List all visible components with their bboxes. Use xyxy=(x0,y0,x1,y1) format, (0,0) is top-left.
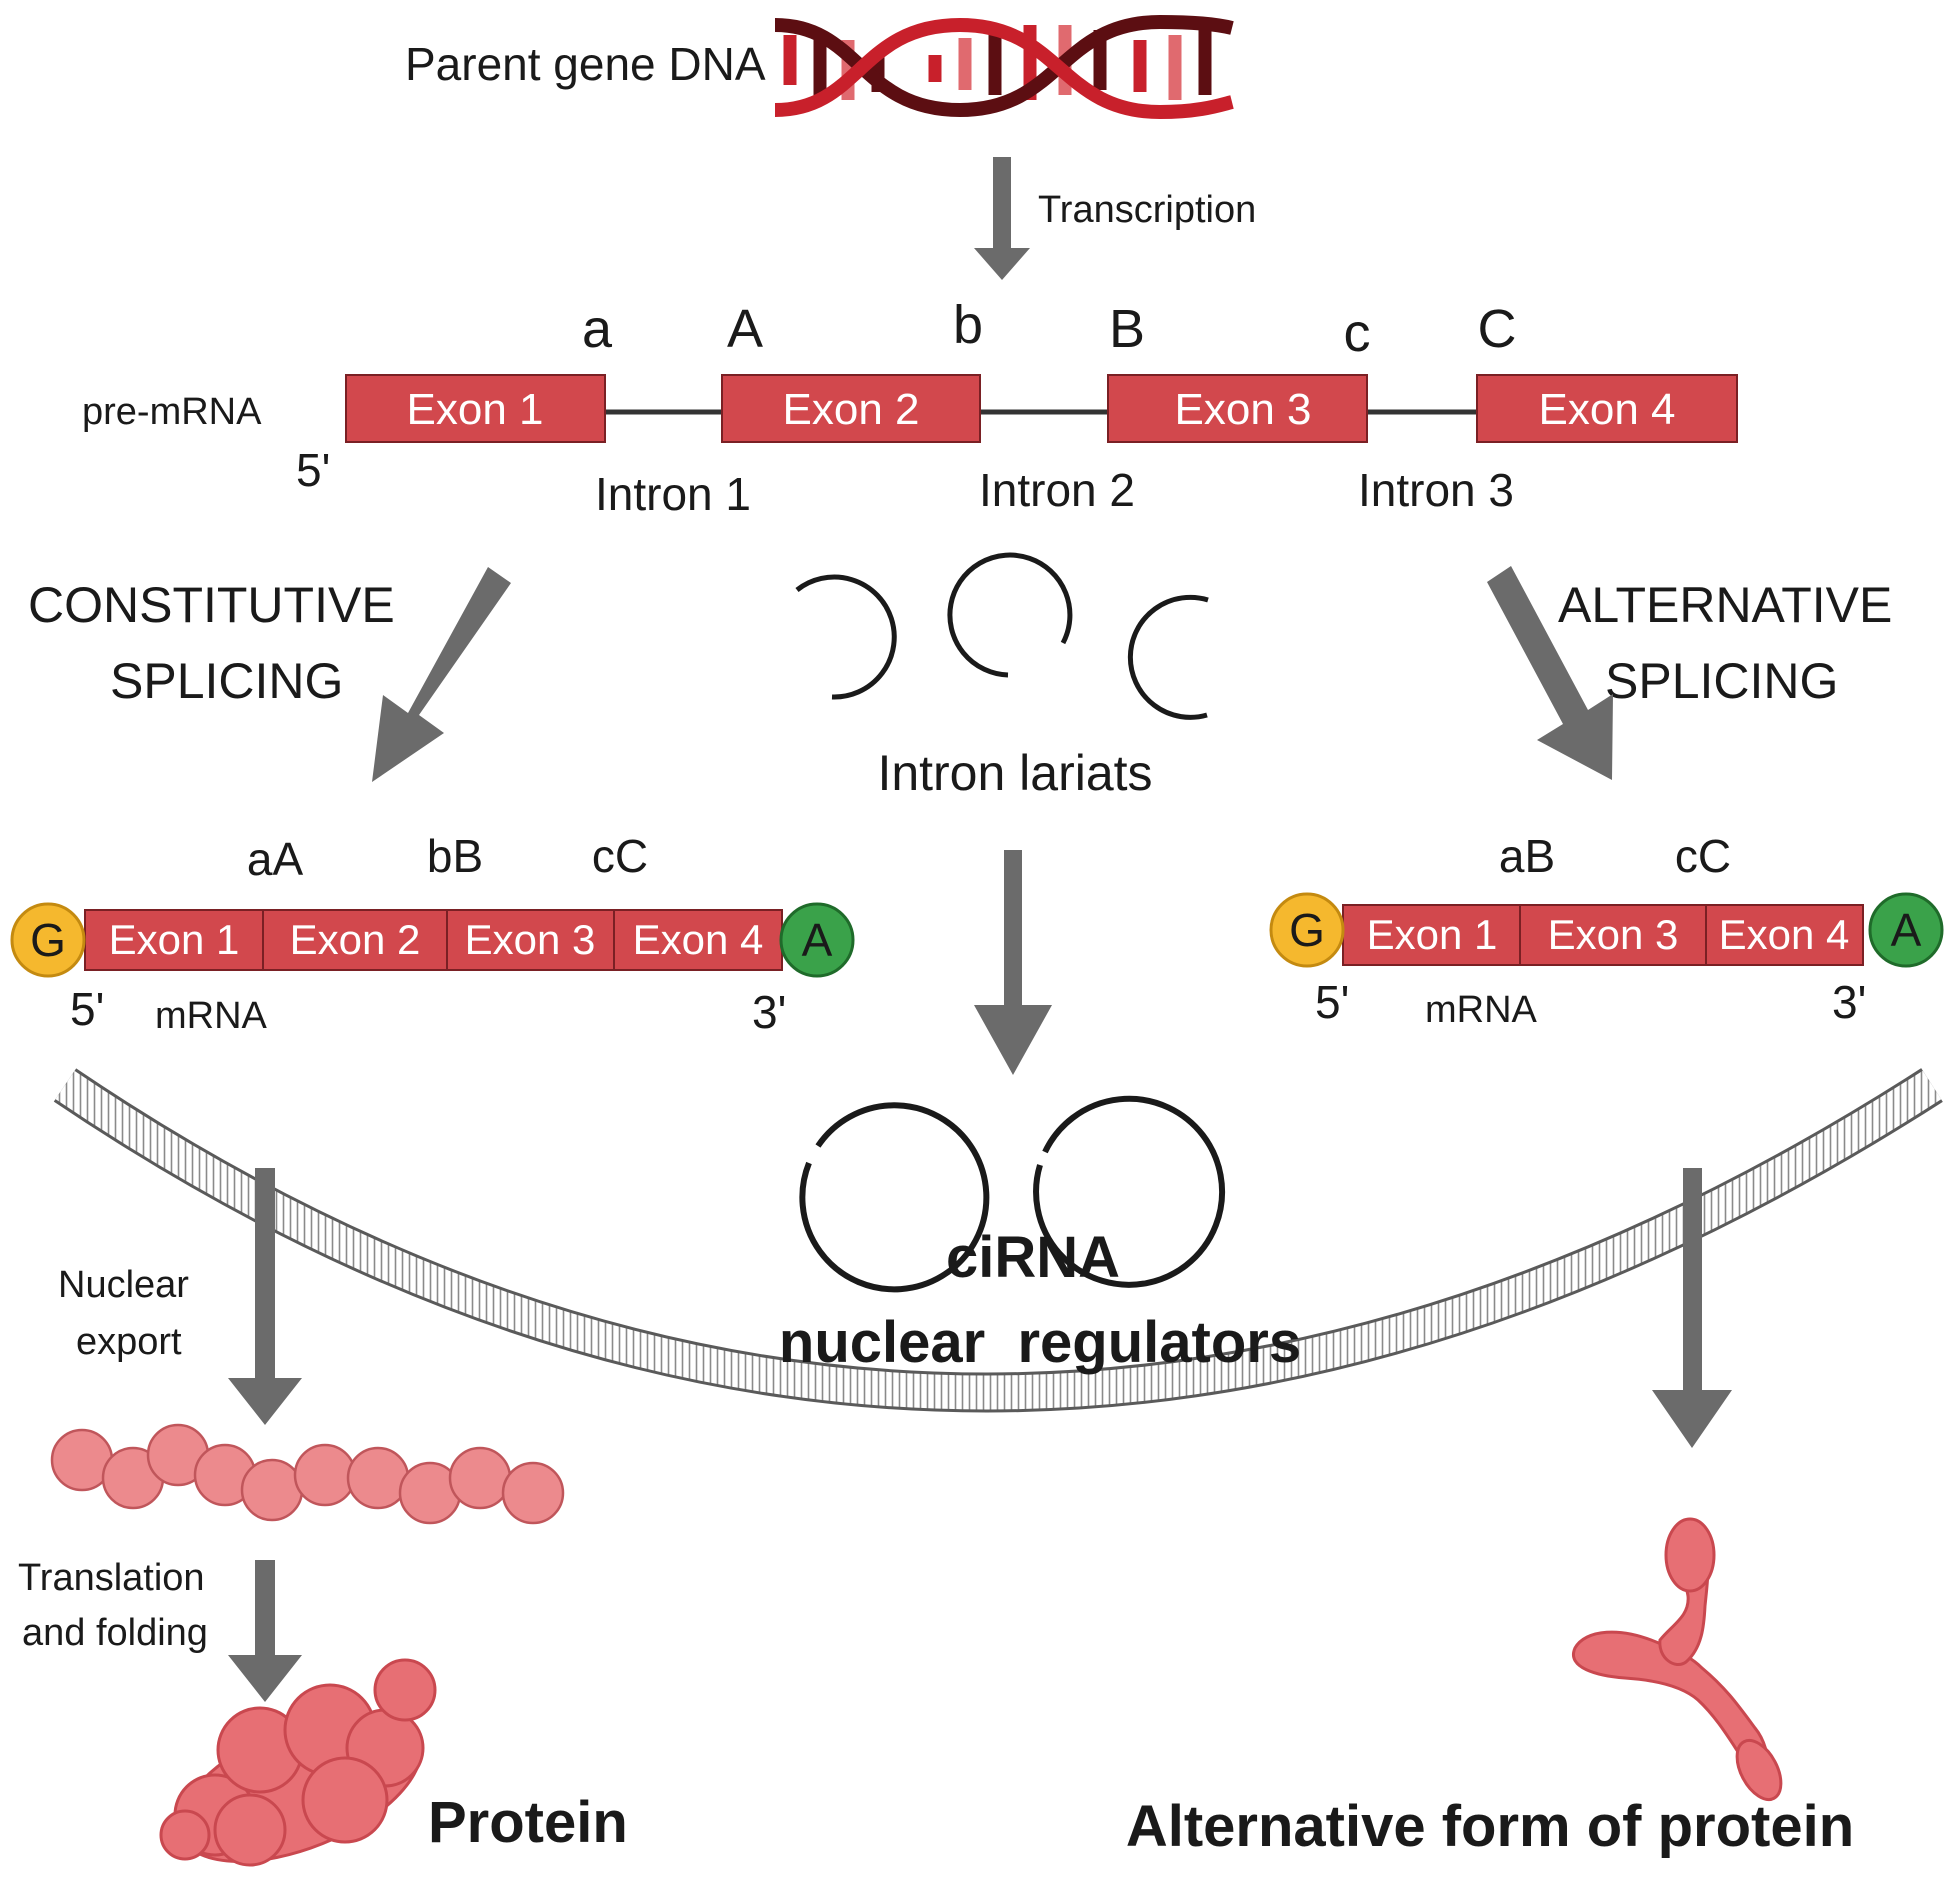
svg-text:Exon 4: Exon 4 xyxy=(633,916,764,963)
intron-1-label: Intron 1 xyxy=(595,468,751,520)
cirna-circles-icon xyxy=(799,1095,1226,1293)
site-a: a xyxy=(582,299,613,359)
translation-line1: Translation xyxy=(18,1557,205,1599)
svg-text:Exon 3: Exon 3 xyxy=(1548,911,1679,958)
junction-cC-alternative: cC xyxy=(1675,830,1731,882)
alternative-protein-label: Alternative form of protein xyxy=(1126,1794,1854,1859)
site-b: b xyxy=(953,295,983,355)
alternative-title-line2: SPLICING xyxy=(1605,653,1838,709)
pre-mrna-label: pre-mRNA xyxy=(82,391,262,433)
alternative-protein-icon xyxy=(1571,1517,1783,1801)
constitutive-title-line2: SPLICING xyxy=(110,653,343,709)
alternative-5prime-cap: G xyxy=(1269,892,1345,968)
alternative-mrna-label: mRNA xyxy=(1425,989,1538,1031)
translation-arrow xyxy=(228,1560,302,1702)
constitutive-three-prime: 3' xyxy=(752,986,786,1038)
svg-text:A: A xyxy=(1891,904,1922,956)
junction-cC-constitutive: cC xyxy=(592,830,648,882)
membrane-lipid-tails xyxy=(55,1070,1942,1410)
svg-text:Exon 4: Exon 4 xyxy=(1539,385,1676,434)
alternative-title-line1: ALTERNATIVE xyxy=(1558,577,1892,633)
intron-lariats xyxy=(795,552,1209,720)
constitutive-exon-2: Exon 2 xyxy=(262,909,448,971)
transcription-label: Transcription xyxy=(1038,189,1256,231)
constitutive-five-prime: 5' xyxy=(70,983,104,1035)
pre-mrna-exon-2: Exon 2 xyxy=(721,374,981,443)
junction-bB: bB xyxy=(427,830,483,882)
constitutive-title-line1: CONSTITUTIVE xyxy=(28,577,395,633)
junction-aB: aB xyxy=(1499,830,1555,882)
translation-line2: and folding xyxy=(22,1612,208,1654)
constitutive-polya-tail: A xyxy=(779,902,855,978)
alternative-exon-1: Exon 1 xyxy=(1342,904,1521,966)
pre-mrna-exon-1: Exon 1 xyxy=(345,374,606,443)
polypeptide-chain-icon xyxy=(50,1423,565,1525)
alternative-exon-4: Exon 4 xyxy=(1705,904,1864,966)
constitutive-exon-3: Exon 3 xyxy=(446,909,615,971)
svg-text:Exon 3: Exon 3 xyxy=(465,916,596,963)
junction-aA: aA xyxy=(247,833,304,885)
nuclear-export-line1: Nuclear xyxy=(58,1264,189,1306)
constitutive-arrow xyxy=(372,567,511,782)
svg-text:Exon 2: Exon 2 xyxy=(290,916,421,963)
cirna-label: ciRNA xyxy=(946,1225,1120,1290)
svg-text:Exon 1: Exon 1 xyxy=(1367,911,1498,958)
alternative-exon-3: Exon 3 xyxy=(1519,904,1707,966)
site-A: A xyxy=(727,299,763,359)
alternative-polya-tail: A xyxy=(1868,892,1944,968)
dna-label: Parent gene DNA xyxy=(405,38,766,90)
dna-helix-icon xyxy=(774,14,1234,120)
svg-text:G: G xyxy=(1289,904,1325,956)
constitutive-5prime-cap: G xyxy=(10,902,86,978)
svg-text:Exon 4: Exon 4 xyxy=(1719,911,1850,958)
folded-protein-icon xyxy=(159,1658,437,1867)
site-c: c xyxy=(1344,303,1371,363)
intron-lariats-label: Intron lariats xyxy=(877,745,1152,801)
pre-mrna-five-prime: 5' xyxy=(296,444,330,496)
nuclear-export-line2: export xyxy=(76,1321,182,1363)
svg-text:Exon 1: Exon 1 xyxy=(109,916,240,963)
svg-text:Exon 3: Exon 3 xyxy=(1175,385,1312,434)
svg-text:G: G xyxy=(30,914,66,966)
pre-mrna-exon-3: Exon 3 xyxy=(1107,374,1368,443)
svg-text:A: A xyxy=(802,914,833,966)
site-B: B xyxy=(1109,299,1145,359)
constitutive-mrna-label: mRNA xyxy=(155,995,268,1037)
svg-text:Exon 1: Exon 1 xyxy=(407,385,544,434)
pre-mrna-exon-4: Exon 4 xyxy=(1476,374,1738,443)
constitutive-exon-1: Exon 1 xyxy=(84,909,264,971)
alternative-export-arrow xyxy=(1652,1168,1732,1448)
lariat-to-cirna-arrow xyxy=(974,850,1052,1075)
svg-text:Exon 2: Exon 2 xyxy=(783,385,920,434)
nuclear-export-arrow xyxy=(228,1168,302,1425)
alternative-three-prime: 3' xyxy=(1832,976,1866,1028)
intron-2-label: Intron 2 xyxy=(979,464,1135,516)
nuclear-regulators-label: nuclear regulators xyxy=(779,1310,1301,1375)
protein-label: Protein xyxy=(428,1790,628,1855)
alternative-five-prime: 5' xyxy=(1315,976,1349,1028)
alternative-arrow xyxy=(1487,566,1613,780)
intron-3-label: Intron 3 xyxy=(1358,464,1514,516)
constitutive-exon-4: Exon 4 xyxy=(613,909,783,971)
transcription-arrow xyxy=(974,157,1030,280)
site-C: C xyxy=(1478,299,1517,359)
